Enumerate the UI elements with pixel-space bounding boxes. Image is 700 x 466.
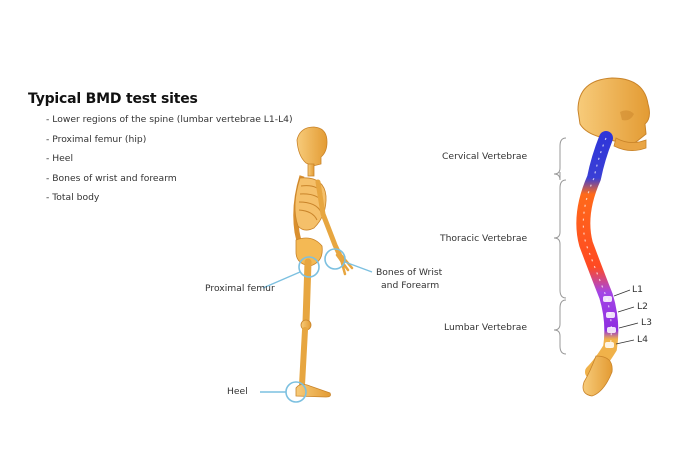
- cervical-bracket: [553, 137, 567, 181]
- skull: [296, 126, 328, 167]
- l3-label: L3: [641, 317, 652, 328]
- femur-leader-line: [262, 271, 301, 289]
- site-item: - Lower regions of the spine (lumbar ver…: [46, 114, 293, 125]
- standing-skeleton: [293, 126, 354, 398]
- arm: [315, 179, 345, 263]
- site-item: - Total body: [46, 192, 100, 203]
- l2-leader: [617, 306, 635, 313]
- tibia: [299, 327, 308, 388]
- cervical-label: Cervical Vertebrae: [442, 151, 528, 162]
- l4-label: L4: [637, 334, 648, 345]
- wrist-label-line2: and Forearm: [381, 280, 440, 291]
- thoracic-bracket: [553, 179, 567, 299]
- thoracic-label: Thoracic Vertebrae: [440, 233, 528, 244]
- femur-callout-circle: [298, 256, 320, 278]
- l4-leader: [615, 339, 635, 345]
- site-item: - Heel: [46, 153, 74, 164]
- spinal-column: [576, 131, 619, 379]
- foot: [295, 384, 331, 398]
- heel-label: Heel: [227, 386, 248, 397]
- wrist-leader-line: [344, 261, 373, 273]
- jaw: [613, 137, 647, 151]
- proximal-femur-label: Proximal femur: [205, 283, 275, 294]
- neck-vertebrae: [307, 163, 315, 177]
- diagram-title: Typical BMD test sites: [28, 91, 198, 107]
- site-item: - Proximal femur (hip): [46, 133, 147, 145]
- l1-leader: [613, 289, 631, 297]
- lumbar-label: Lumbar Vertebrae: [444, 322, 528, 333]
- femur: [302, 258, 312, 326]
- l2-label: L2: [637, 301, 648, 312]
- spine-skull: [577, 77, 650, 145]
- l3-leader: [618, 322, 639, 329]
- lumbar-bracket: [553, 299, 567, 355]
- spine-figure: [576, 77, 650, 397]
- test-sites-list: - Lower regions of the spine (lumbar ver…: [46, 114, 293, 212]
- site-item: - Bones of wrist and forearm: [46, 172, 177, 184]
- sacrum: [582, 355, 613, 397]
- l1-label: L1: [632, 284, 643, 295]
- wrist-callout-circle: [324, 248, 346, 270]
- wrist-label-line1: Bones of Wrist: [376, 267, 443, 278]
